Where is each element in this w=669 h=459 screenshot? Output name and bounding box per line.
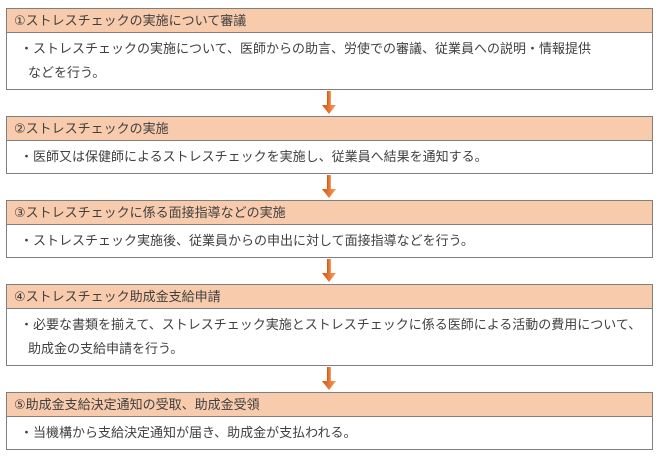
step-3-title: ③ストレスチェックに係る面接指導などの実施	[7, 201, 652, 225]
step-1-body: ・ストレスチェックの実施について、医師からの助言、労使での審議、従業員への説明・…	[7, 33, 652, 89]
down-arrow-icon	[321, 259, 336, 282]
step-5-title: ⑤助成金支給決定通知の受取、助成金受領	[7, 393, 652, 417]
step-4-body: ・必要な書類を揃えて、ストレスチェック実施とストレスチェックに係る医師による活動…	[7, 309, 652, 365]
step-5-body-line: ・当機構から支給決定通知が届き、助成金が支払われる。	[20, 425, 357, 440]
step-box-4: ④ストレスチェック助成金支給申請 ・必要な書類を揃えて、ストレスチェック実施とス…	[6, 284, 653, 366]
step-4-title: ④ストレスチェック助成金支給申請	[7, 285, 652, 309]
step-box-1: ①ストレスチェックの実施について審議 ・ストレスチェックの実施について、医師から…	[6, 8, 653, 90]
step-3-body-line: ・ストレスチェック実施後、従業員からの申出に対して面接指導などを行う。	[20, 233, 474, 248]
step-2-title: ②ストレスチェックの実施	[7, 117, 652, 141]
flow-connector	[6, 258, 651, 284]
step-box-3: ③ストレスチェックに係る面接指導などの実施 ・ストレスチェック実施後、従業員から…	[6, 200, 653, 258]
step-5-body: ・当機構から支給決定通知が届き、助成金が支払われる。	[7, 417, 652, 449]
down-arrow-icon	[321, 175, 336, 198]
down-arrow-icon	[321, 91, 336, 114]
step-2-body-line: ・医師又は保健師によるストレスチェックを実施し、従業員へ結果を通知する。	[20, 149, 488, 164]
step-2-body: ・医師又は保健師によるストレスチェックを実施し、従業員へ結果を通知する。	[7, 141, 652, 173]
step-4-body-line: 助成金の支給申請を行う。	[28, 341, 184, 356]
step-1-body-line: ・ストレスチェックの実施について、医師からの助言、労使での審議、従業員への説明・…	[20, 41, 591, 56]
step-3-body: ・ストレスチェック実施後、従業員からの申出に対して面接指導などを行う。	[7, 225, 652, 257]
step-4-body-line: ・必要な書類を揃えて、ストレスチェック実施とストレスチェックに係る医師による活動…	[20, 317, 642, 332]
step-1-title: ①ストレスチェックの実施について審議	[7, 9, 652, 33]
step-box-5: ⑤助成金支給決定通知の受取、助成金受領 ・当機構から支給決定通知が届き、助成金が…	[6, 392, 653, 450]
flow-connector	[6, 90, 651, 116]
step-box-2: ②ストレスチェックの実施 ・医師又は保健師によるストレスチェックを実施し、従業員…	[6, 116, 653, 174]
flow-connector	[6, 366, 651, 392]
flow-connector	[6, 174, 651, 200]
down-arrow-icon	[321, 367, 336, 390]
step-1-body-line: などを行う。	[28, 65, 106, 80]
